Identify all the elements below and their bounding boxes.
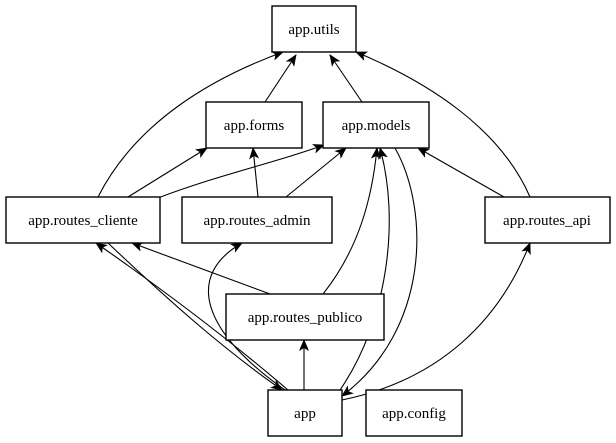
node-label: app.models xyxy=(342,118,411,134)
node-label: app.forms xyxy=(224,118,285,134)
node-app-routes-publico[interactable]: app.routes_publico xyxy=(225,293,385,341)
edge-routes-cliente-to-models xyxy=(157,144,325,199)
node-app-forms[interactable]: app.forms xyxy=(205,101,303,149)
edge-models-to-app xyxy=(341,147,418,397)
edge-app-to-models xyxy=(339,147,390,391)
edge-app-to-routes-cliente xyxy=(95,242,289,391)
edge-routes-api-to-models xyxy=(417,147,505,198)
node-app-routes-admin[interactable]: app.routes_admin xyxy=(181,196,333,244)
edge-routes-cliente-to-app xyxy=(107,242,283,391)
node-app-config[interactable]: app.config xyxy=(365,389,463,437)
node-app-utils[interactable]: app.utils xyxy=(271,5,357,53)
node-label: app.routes_admin xyxy=(203,213,311,229)
node-label: app.routes_cliente xyxy=(28,213,138,229)
node-app-models[interactable]: app.models xyxy=(322,101,430,149)
edges xyxy=(95,51,531,401)
node-label: app.config xyxy=(382,406,446,422)
edge-routes-publico-to-models xyxy=(322,147,381,295)
nodes: app.utils app.forms app.models app.route… xyxy=(5,5,611,437)
edge-models-to-utils xyxy=(329,54,363,103)
edge-routes-cliente-to-forms xyxy=(127,147,208,198)
node-label: app xyxy=(294,406,316,422)
node-label: app.utils xyxy=(288,22,339,38)
edge-routes-admin-to-forms xyxy=(249,147,260,198)
edge-routes-publico-to-routes-cliente xyxy=(131,242,271,295)
node-app-routes-api[interactable]: app.routes_api xyxy=(484,196,611,244)
node-label: app.routes_api xyxy=(503,213,591,229)
edge-routes-api-to-utils xyxy=(355,51,531,198)
edge-routes-admin-to-models xyxy=(285,147,347,198)
edge-forms-to-utils xyxy=(264,54,297,103)
edge-routes-cliente-to-utils xyxy=(97,51,284,198)
edge-app-to-routes-admin xyxy=(208,242,286,391)
node-app-routes-cliente[interactable]: app.routes_cliente xyxy=(5,196,161,244)
node-app[interactable]: app xyxy=(267,389,343,437)
node-label: app.routes_publico xyxy=(248,310,363,326)
